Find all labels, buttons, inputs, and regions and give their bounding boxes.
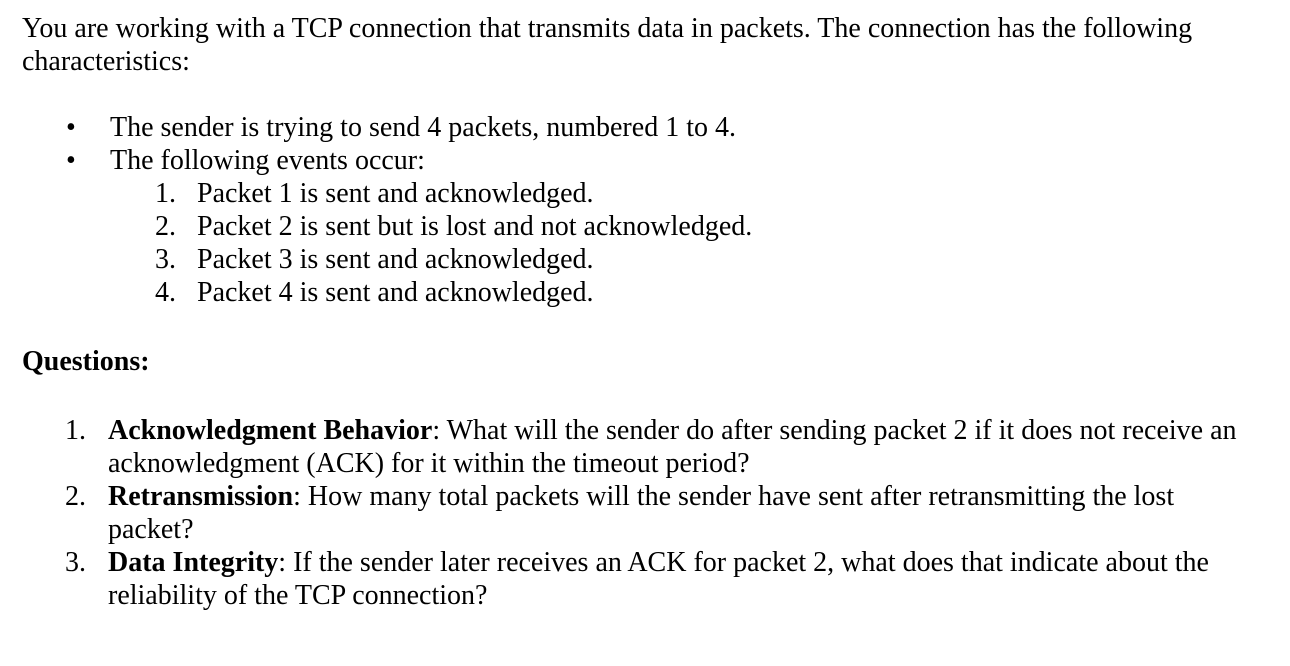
question-text: : How many total packets will the sender…	[108, 481, 1175, 545]
question-number: 2.	[65, 481, 86, 512]
question-item-retransmission: 2. Retransmission: How many total packet…	[65, 480, 1266, 546]
event-item-1: 1. Packet 1 is sent and acknowledged.	[155, 177, 1266, 210]
question-text: : If the sender later receives an ACK fo…	[108, 547, 1209, 611]
event-text: Packet 3 is sent and acknowledged.	[197, 244, 594, 275]
question-body: Retransmission: How many total packets w…	[108, 480, 1266, 546]
question-number: 1.	[65, 415, 86, 446]
bullet-glyph: •	[66, 112, 76, 143]
event-text: Packet 2 is sent but is lost and not ack…	[197, 211, 753, 242]
bullet-item-sender: • The sender is trying to send 4 packets…	[22, 111, 1266, 144]
event-item-3: 3. Packet 3 is sent and acknowledged.	[155, 243, 1266, 276]
bullet-item-text: The sender is trying to send 4 packets, …	[110, 112, 736, 143]
bullet-item-text: The following events occur:	[110, 145, 425, 176]
characteristics-bullet-list: • The sender is trying to send 4 packets…	[22, 111, 1266, 177]
question-term: Data Integrity	[108, 547, 279, 578]
event-item-4: 4. Packet 4 is sent and acknowledged.	[155, 276, 1266, 309]
events-numbered-list: 1. Packet 1 is sent and acknowledged. 2.…	[22, 177, 1266, 309]
intro-paragraph: You are working with a TCP connection th…	[22, 13, 1193, 77]
event-number: 3.	[155, 244, 176, 275]
bullet-item-events: • The following events occur:	[22, 144, 1266, 177]
event-number: 4.	[155, 277, 176, 308]
event-number: 2.	[155, 211, 176, 242]
question-text: : What will the sender do after sending …	[108, 415, 1237, 479]
event-text: Packet 1 is sent and acknowledged.	[197, 178, 594, 209]
event-text: Packet 4 is sent and acknowledged.	[197, 277, 594, 308]
questions-numbered-list: 1. Acknowledgment Behavior: What will th…	[22, 414, 1266, 612]
event-item-2: 2. Packet 2 is sent but is lost and not …	[155, 210, 1266, 243]
bullet-glyph: •	[66, 145, 76, 176]
event-number: 1.	[155, 178, 176, 209]
questions-heading: Questions:	[22, 346, 150, 377]
question-item-data-integrity: 3. Data Integrity: If the sender later r…	[65, 546, 1266, 612]
question-item-acknowledgment-behavior: 1. Acknowledgment Behavior: What will th…	[65, 414, 1266, 480]
question-term: Retransmission	[108, 481, 294, 512]
question-body: Acknowledgment Behavior: What will the s…	[108, 414, 1266, 480]
question-term: Acknowledgment Behavior	[108, 415, 433, 446]
question-number: 3.	[65, 547, 86, 578]
question-body: Data Integrity: If the sender later rece…	[108, 546, 1266, 612]
